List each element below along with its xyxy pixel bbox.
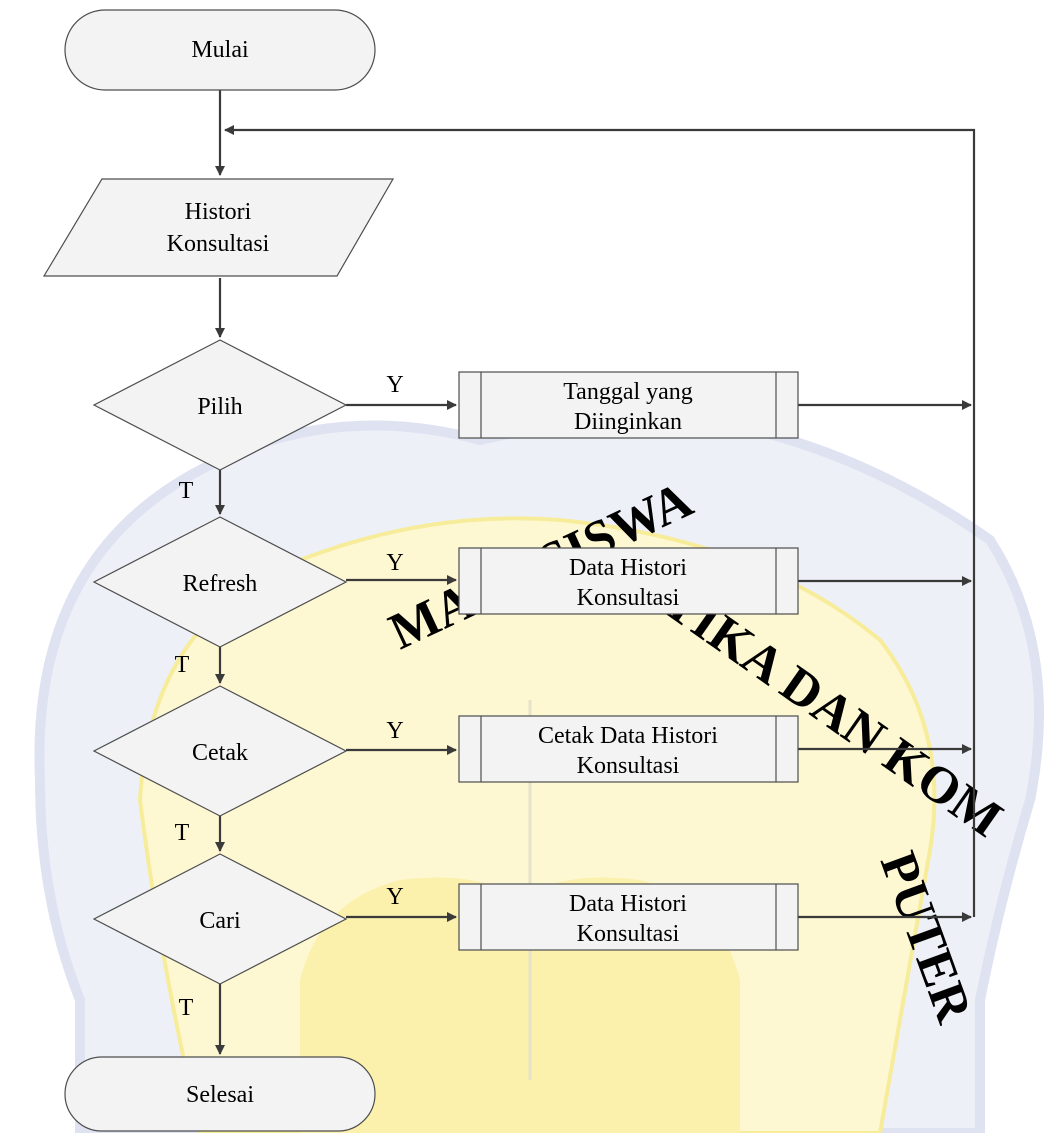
- input-label-line1: Histori: [185, 199, 252, 225]
- decision-cetak: Cetak: [92, 685, 348, 817]
- input-histori-konsultasi: Histori Konsultasi: [42, 178, 395, 277]
- decision-cari: Cari: [92, 853, 348, 985]
- label-no-cetak: T: [175, 820, 190, 846]
- edge-labels: Y Y Y Y T T T T: [175, 372, 404, 1021]
- decision-cari-label: Cari: [199, 908, 241, 934]
- process-cetak-line2: Konsultasi: [577, 753, 680, 779]
- label-no-pilih: T: [179, 478, 194, 504]
- decision-cetak-label: Cetak: [192, 740, 248, 766]
- label-yes-refresh: Y: [386, 550, 403, 576]
- edge-loop-back: [224, 125, 976, 917]
- end-terminator: Selesai: [64, 1056, 376, 1132]
- decision-pilih: Pilih: [92, 339, 348, 471]
- label-no-refresh: T: [175, 652, 190, 678]
- process-refresh-line1: Data Histori: [569, 555, 687, 581]
- process-tanggal-line2: Diinginkan: [574, 409, 682, 435]
- process-refresh-line2: Konsultasi: [577, 585, 680, 611]
- label-no-cari: T: [179, 995, 194, 1021]
- end-label: Selesai: [186, 1082, 254, 1108]
- connectors: [215, 90, 976, 1055]
- process-tanggal-line1: Tanggal yang: [563, 379, 693, 405]
- process-cari-line2: Konsultasi: [577, 921, 680, 947]
- label-yes-cari: Y: [386, 884, 403, 910]
- process-tanggal: Tanggal yang Diinginkan: [458, 371, 799, 439]
- process-data-histori-cari: Data Histori Konsultasi: [458, 883, 799, 951]
- input-label-line2: Konsultasi: [167, 231, 270, 257]
- process-cari-line1: Data Histori: [569, 891, 687, 917]
- start-label: Mulai: [191, 37, 249, 63]
- decision-pilih-label: Pilih: [197, 394, 242, 420]
- start-terminator: Mulai: [64, 9, 376, 91]
- process-data-histori-refresh: Data Histori Konsultasi: [458, 547, 799, 615]
- decision-refresh: Refresh: [92, 516, 348, 648]
- decision-refresh-label: Refresh: [183, 571, 258, 597]
- process-cetak-line1: Cetak Data Histori: [538, 723, 718, 749]
- label-yes-pilih: Y: [386, 372, 403, 398]
- label-yes-cetak: Y: [386, 718, 403, 744]
- process-cetak-data-histori: Cetak Data Histori Konsultasi: [458, 715, 799, 783]
